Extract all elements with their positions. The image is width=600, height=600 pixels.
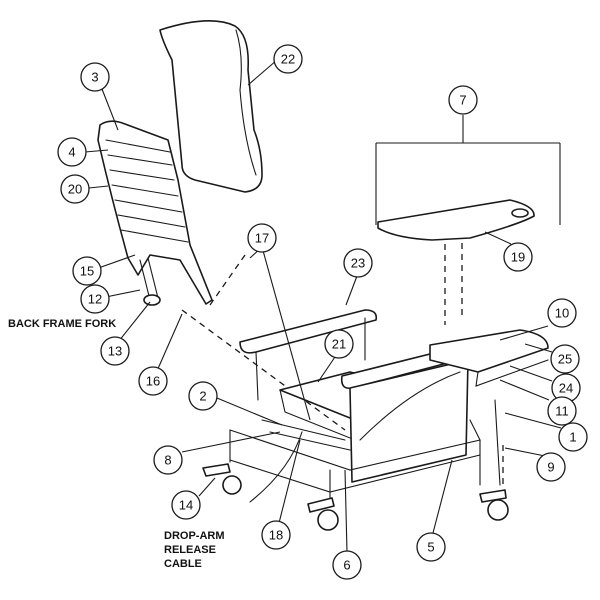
callout-20: 20	[60, 174, 90, 204]
callout-9: 9	[536, 452, 566, 482]
callout-17-label: 17	[255, 231, 269, 246]
callout-20-label: 20	[68, 182, 82, 197]
callout-5: 5	[416, 532, 446, 562]
leader-lines	[84, 59, 562, 553]
callout-8-label: 8	[164, 453, 171, 468]
back-frame-fork-caption: BACK FRAME FORK	[8, 318, 116, 330]
assembly-guides	[181, 243, 504, 488]
callout-24-label: 24	[559, 381, 573, 396]
callout-12-label: 12	[88, 292, 102, 307]
callout-15: 15	[72, 256, 102, 286]
callout-7: 7	[448, 85, 478, 115]
callout-1: 1	[558, 422, 588, 452]
callout-6-label: 6	[343, 558, 350, 573]
callout-12: 12	[80, 284, 110, 314]
callout-2: 2	[188, 381, 218, 411]
callout-11-label: 11	[555, 404, 569, 419]
back-frame	[97, 120, 213, 306]
callout-17: 17	[247, 223, 277, 253]
callout-3: 3	[80, 62, 110, 92]
callout-10: 10	[547, 298, 577, 328]
drop-arm-caption-line-3: CABLE	[164, 558, 202, 570]
callout-1-label: 1	[569, 430, 576, 445]
callout-13: 13	[100, 336, 130, 366]
callout-19-label: 19	[511, 250, 525, 265]
callout-18: 18	[261, 520, 291, 550]
callout-22: 22	[273, 44, 303, 74]
callout-18-label: 18	[269, 528, 283, 543]
callout-4-label: 4	[68, 145, 75, 160]
callout-19: 19	[503, 242, 533, 272]
callout-14-label: 14	[179, 498, 193, 513]
tray-table	[377, 199, 535, 241]
callout-13-label: 13	[108, 344, 122, 359]
callout-2-label: 2	[199, 389, 206, 404]
callout-11: 11	[547, 396, 577, 426]
callout-5-label: 5	[427, 540, 434, 555]
callout-7-label: 7	[459, 93, 466, 108]
headrest-cushion	[159, 20, 263, 193]
callout-21-label: 21	[332, 337, 346, 352]
drop-arm-caption-line-1: DROP-ARM	[164, 530, 225, 542]
callout-22-label: 22	[281, 52, 295, 67]
callout-14: 14	[171, 490, 201, 520]
callout-10-label: 10	[555, 306, 569, 321]
callout-25: 25	[550, 344, 580, 374]
drop-arm-caption-line-2: RELEASE	[164, 544, 216, 556]
callout-9-label: 9	[547, 460, 554, 475]
callout-23: 23	[343, 248, 373, 278]
callout-25-label: 25	[558, 352, 572, 367]
callout-23-label: 23	[351, 256, 365, 271]
callout-21: 21	[324, 329, 354, 359]
callout-8: 8	[153, 445, 183, 475]
callout-3-label: 3	[91, 70, 98, 85]
callout-6: 6	[332, 550, 362, 580]
callout-4: 4	[57, 137, 87, 167]
callout-15-label: 15	[80, 264, 94, 279]
callout-16-label: 16	[146, 374, 160, 389]
callout-16: 16	[138, 366, 168, 396]
chair-body	[202, 309, 549, 531]
